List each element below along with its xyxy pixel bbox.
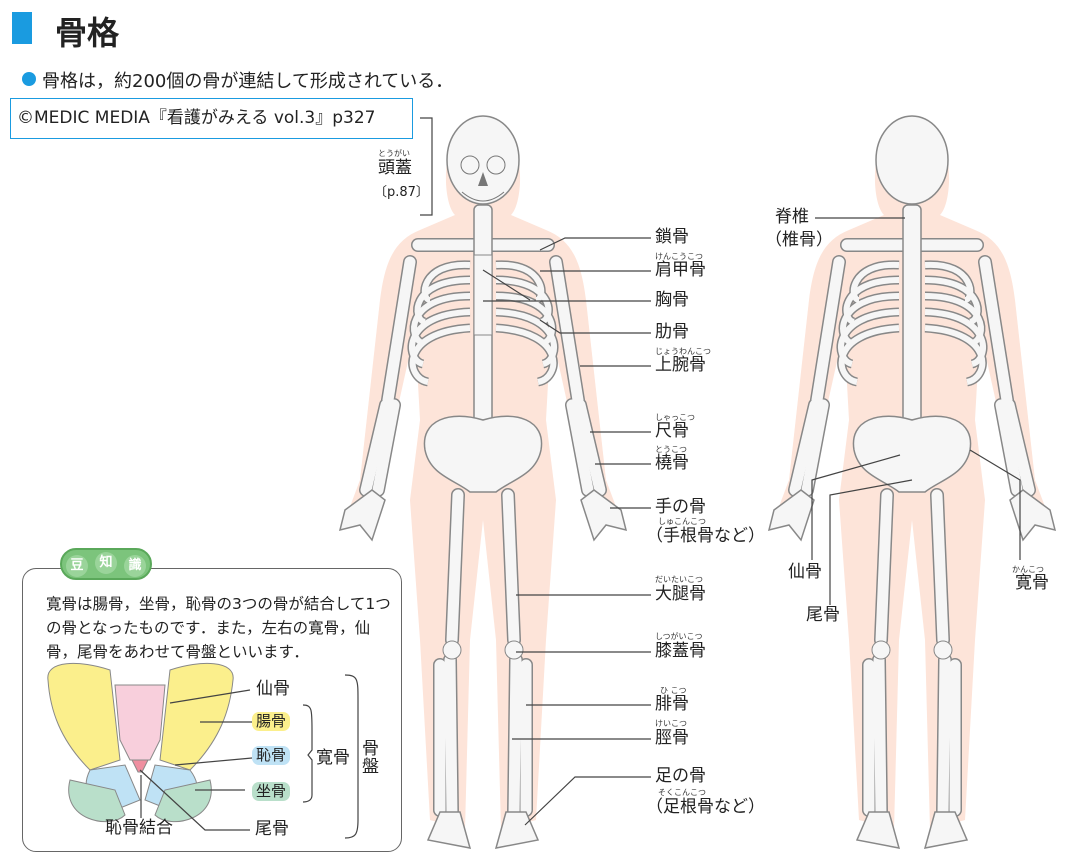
label-sternum: 胸骨 [655,290,689,310]
badge-char: 豆 [66,555,88,577]
label-fibula: 腓骨 [655,694,689,714]
ilium-left [47,662,121,771]
hip-furigana: かんこつ [1012,565,1044,574]
label-sacrum: 仙骨 [256,679,290,699]
label-pubis: 恥骨 [252,746,291,765]
teeth [461,191,505,202]
humerus-furigana: じょうわんこつ [655,347,711,356]
label-clavicle: 鎖骨 [655,227,689,247]
label-hand: 手の骨 [655,497,706,517]
label-hip-back: 寛骨 [1015,573,1049,593]
label-foot-sub: （足根骨など） [646,797,765,817]
ilium-right [159,662,234,771]
label-ilium: 腸骨 [252,712,291,731]
label-tibia: 脛骨 [655,728,689,748]
label-coccyx-back: 尾骨 [806,605,840,625]
ulna-furigana: しゃっこつ [655,413,695,422]
scapula-furigana: けんこうこつ [655,252,703,261]
label-hip: 寛骨 [316,748,350,768]
copyright-notice: ©MEDIC MEDIA『看護がみえる vol.3』p327 [10,98,413,139]
label-patella: 膝蓋骨 [655,641,706,661]
label-coccyx: 尾骨 [255,819,289,839]
bullet-icon [22,72,36,86]
hand-furigana: しゅこんこつ [658,517,706,526]
summary-text: 骨格は，約200個の骨が連結して形成されている． [42,71,454,92]
label-skull: 頭蓋 [378,158,412,178]
sacrum-shape [114,684,166,761]
label-ischium: 坐骨 [252,782,291,801]
leader-lines [420,117,1021,826]
trivia-badge: 豆 知 識 [60,548,152,580]
label-hand-sub: （手根骨など） [646,526,765,546]
label-spine: 脊椎 [775,207,809,227]
nasal-cavity [478,172,488,186]
skull-page-ref: 〔p.87〕 [374,185,429,200]
femur-furigana: だいたいこつ [655,575,703,584]
label-pubic-symphysis: 恥骨結合 [105,818,173,838]
page-title: 骨格 [55,14,120,52]
label-femur: 大腿骨 [655,584,706,604]
label-scapula: 肩甲骨 [655,260,706,280]
label-sacrum-back: 仙骨 [788,562,822,582]
foot-furigana: そくこんこつ [658,788,706,797]
skull-furigana: とうがい [378,149,410,158]
title-marker [12,12,32,44]
tibia-furigana: けいこつ [655,719,687,728]
label-humerus: 上腕骨 [655,355,706,375]
badge-char: 知 [95,552,117,574]
patella-furigana: しつがいこつ [655,632,703,641]
label-ulna: 尺骨 [655,421,689,441]
label-spine-sub: （椎骨） [765,230,833,250]
label-foot: 足の骨 [655,766,706,786]
label-pelvis: 骨盤 [362,739,379,777]
trivia-text: 寛骨は腸骨，坐骨，恥骨の3つの骨が結合して1つの骨となったものです．また，左右の… [46,595,391,661]
badge-char: 識 [124,555,146,577]
front-skeleton [340,116,626,848]
eye-socket [460,155,480,175]
fibula-furigana: ひ こつ [660,686,687,695]
sternum-shape [473,254,493,336]
eye-socket [486,155,506,175]
trivia-box [22,568,402,852]
ischium-left [68,779,126,823]
radius-furigana: とうこつ [655,445,687,454]
label-radius: 橈骨 [655,453,689,473]
label-rib: 肋骨 [655,322,689,342]
